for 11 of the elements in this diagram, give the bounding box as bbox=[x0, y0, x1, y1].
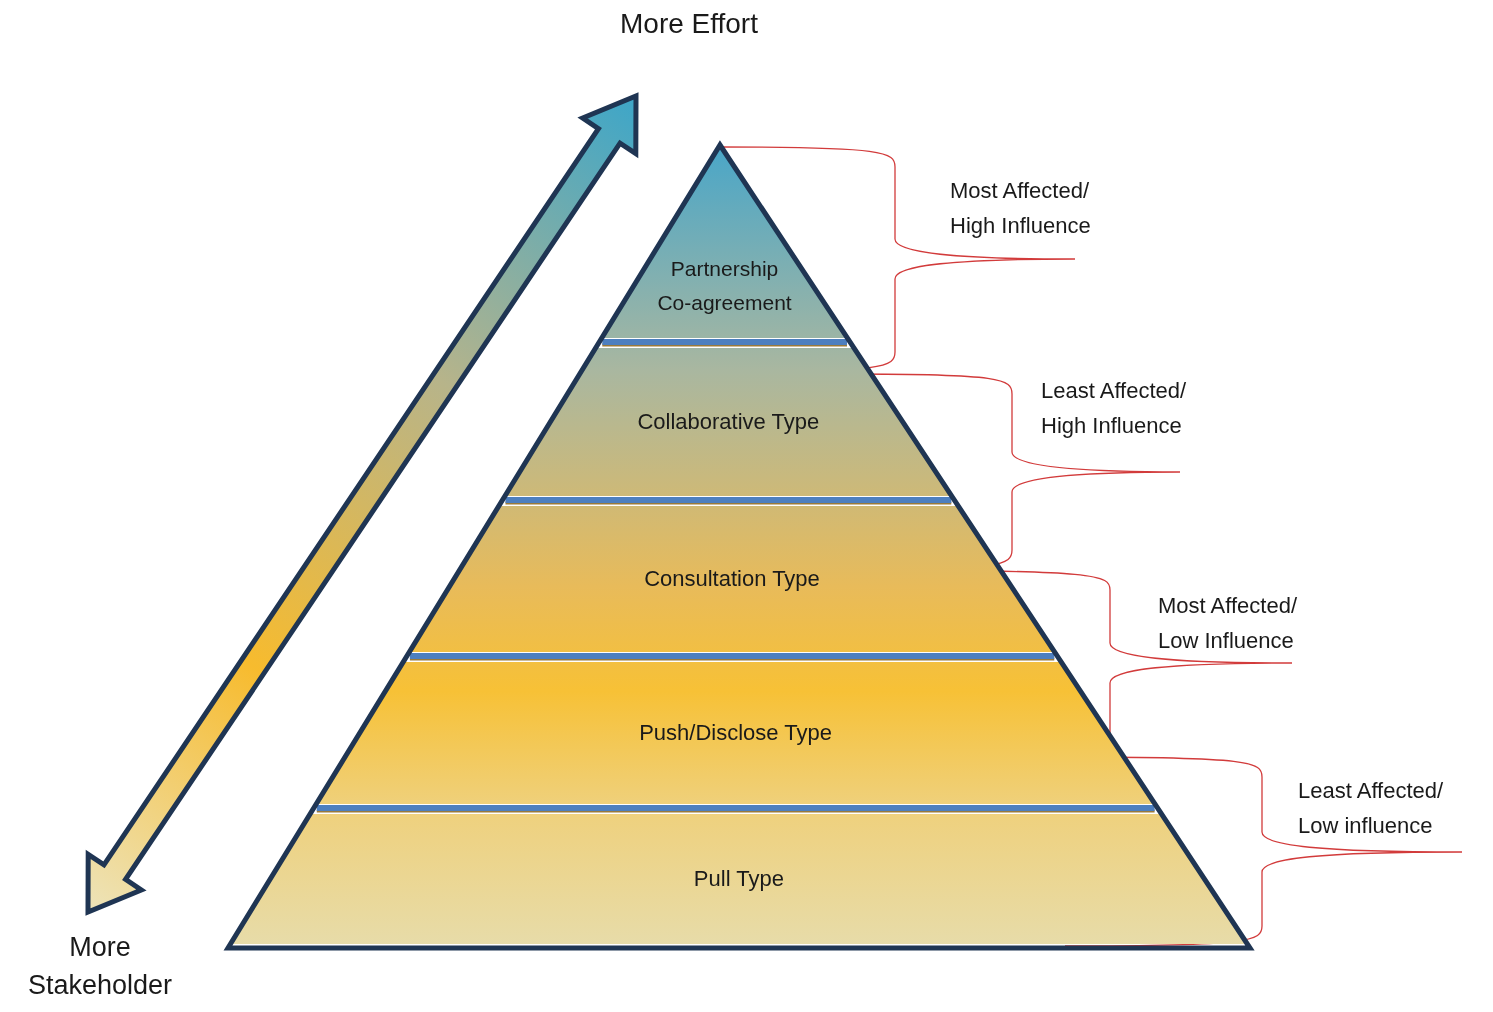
tier-label: Push/Disclose Type bbox=[639, 719, 832, 747]
tier-label: Collaborative Type bbox=[637, 408, 820, 436]
brace-label: Most Affected/ High Influence bbox=[950, 177, 1092, 240]
axis-label: More Stakeholder bbox=[26, 931, 174, 1002]
tier-label: Consultation Type bbox=[644, 565, 820, 593]
tier-label: Partnership Co-agreement bbox=[656, 255, 793, 316]
brace-label: Least Affected/ High Influence bbox=[1041, 377, 1188, 440]
axis-label: More Effort bbox=[620, 7, 759, 41]
brace-label: Least Affected/ Low influence bbox=[1298, 777, 1445, 840]
brace-label: Most Affected/ Low Influence bbox=[1158, 592, 1298, 655]
tier-label: Pull Type bbox=[693, 865, 784, 893]
